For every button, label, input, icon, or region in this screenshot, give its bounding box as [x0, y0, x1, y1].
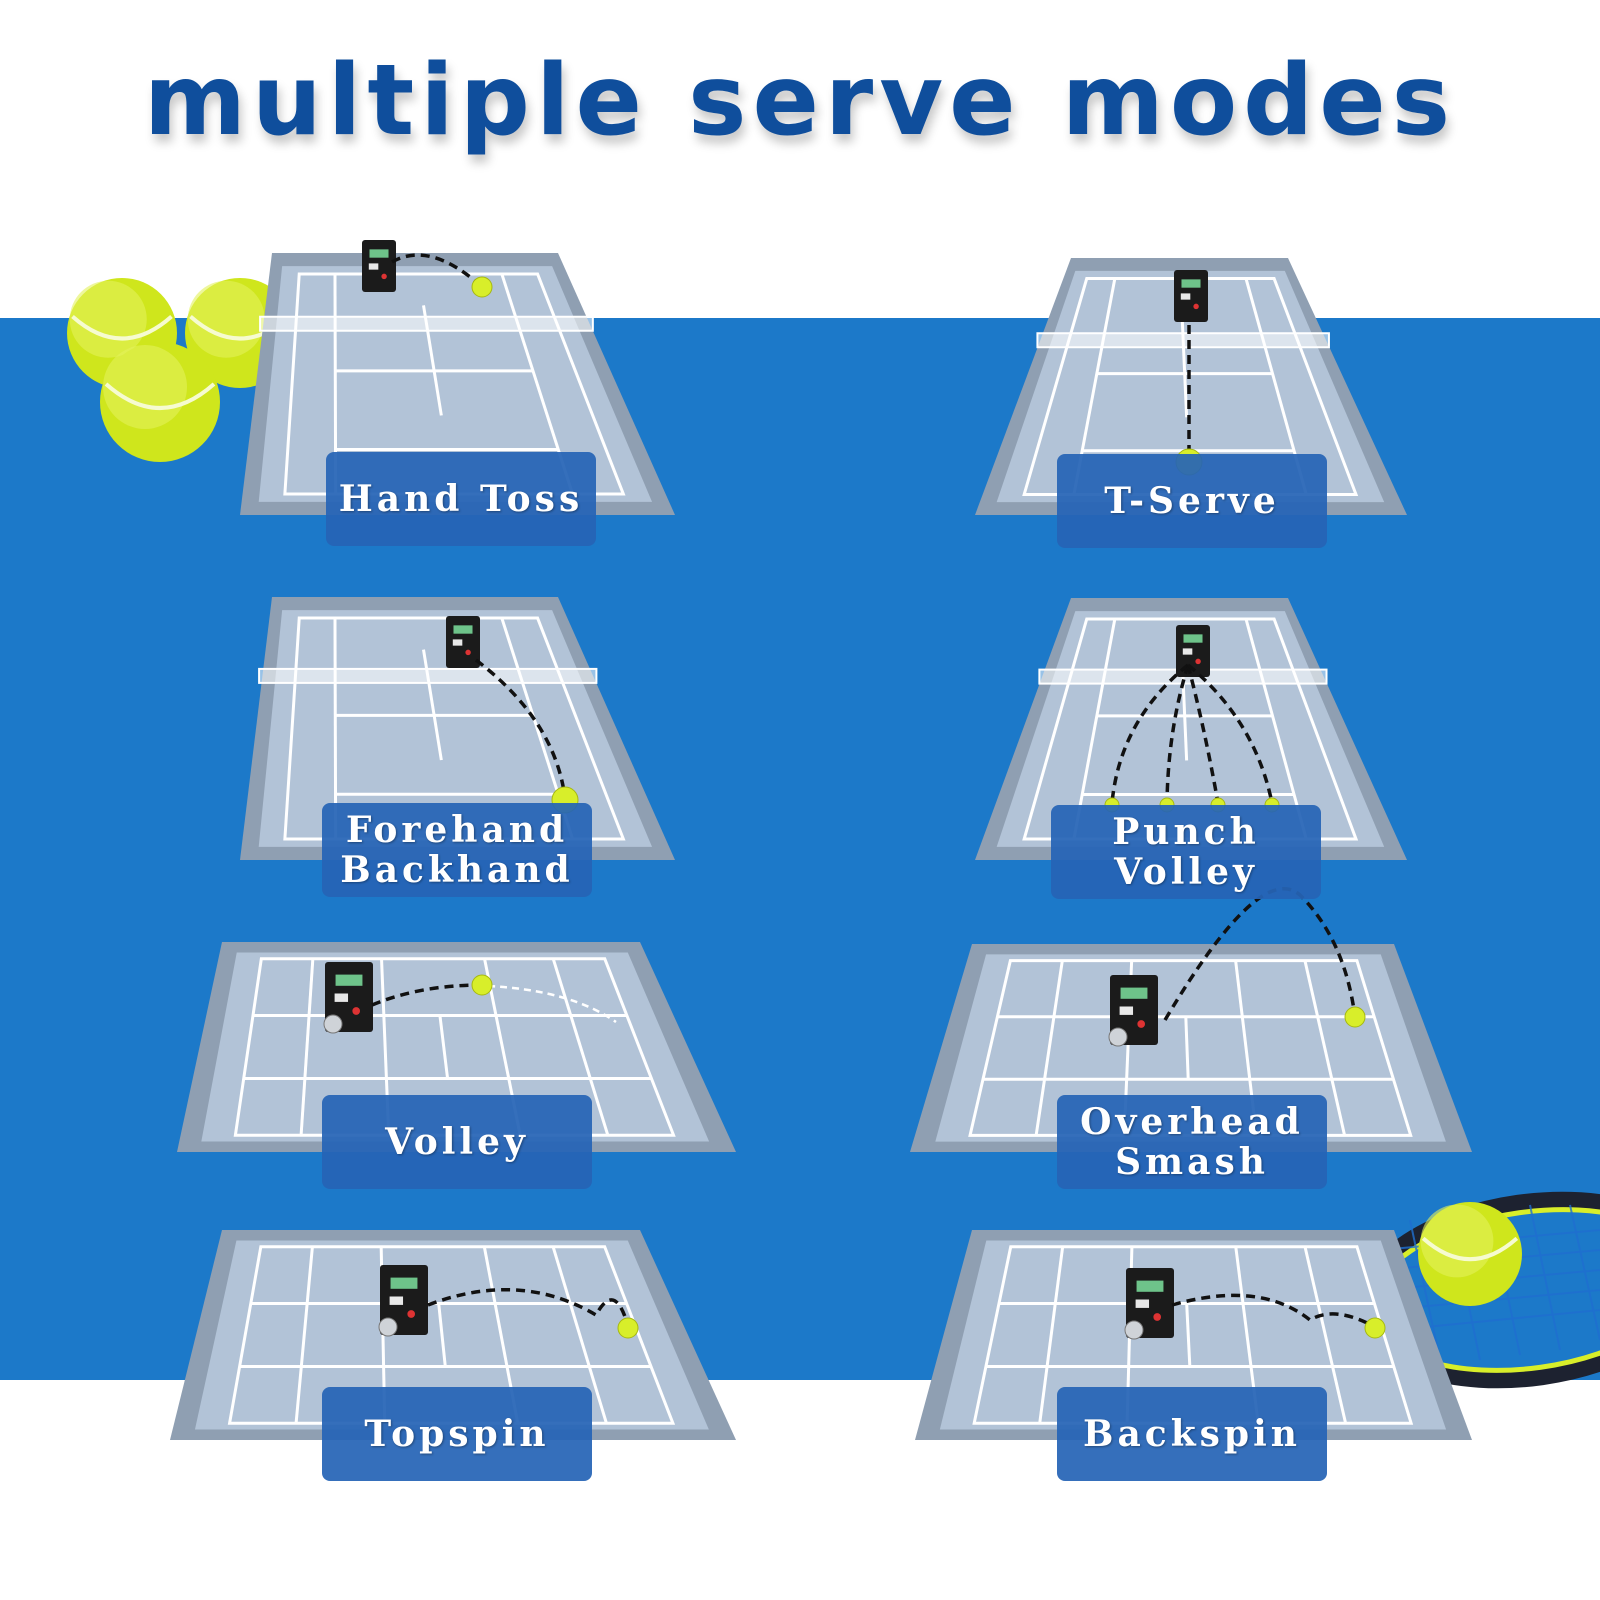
mode-label-line: Volley — [385, 1121, 529, 1163]
mode-label-5: Volley — [322, 1095, 592, 1189]
mode-label-2: T-Serve — [1057, 454, 1327, 548]
mode-label-line: Topspin — [364, 1413, 550, 1455]
court-4 — [975, 598, 1407, 860]
court-3 — [240, 597, 675, 860]
mode-label-line: Smash — [1115, 1141, 1269, 1183]
ball-machine-icon — [1174, 270, 1208, 322]
tennis-ball-icon — [100, 342, 220, 462]
ball-machine-icon — [1176, 625, 1210, 677]
court-7 — [170, 1230, 736, 1440]
page-title: multiple serve modes — [143, 44, 1457, 158]
court-1 — [240, 240, 675, 515]
mode-label-line: T-Serve — [1104, 480, 1280, 522]
mode-label-1: Hand Toss — [326, 452, 596, 546]
mode-label-line: Volley — [1114, 851, 1258, 893]
mode-label-line: Hand Toss — [338, 478, 584, 520]
court-6 — [910, 887, 1472, 1152]
ball-machine-icon — [362, 240, 396, 292]
court-8 — [915, 1230, 1472, 1440]
ball-machine-icon — [446, 616, 480, 668]
court-5 — [177, 942, 736, 1152]
mode-label-line: Overhead — [1080, 1101, 1304, 1143]
mode-label-8: Backspin — [1057, 1387, 1327, 1481]
court-2 — [975, 258, 1407, 515]
ball-machine-icon — [378, 1265, 428, 1337]
ball-machine-icon — [1108, 975, 1158, 1047]
mode-label-line: Forehand — [345, 809, 569, 851]
mode-label-line: Backspin — [1083, 1413, 1301, 1455]
mode-label-line: Punch — [1112, 811, 1260, 853]
ball-machine-icon — [323, 962, 373, 1034]
tennis-ball-icon — [1418, 1202, 1522, 1306]
mode-label-7: Topspin — [322, 1387, 592, 1481]
ball-machine-icon — [1124, 1268, 1174, 1340]
mode-label-line: Backhand — [340, 849, 574, 891]
